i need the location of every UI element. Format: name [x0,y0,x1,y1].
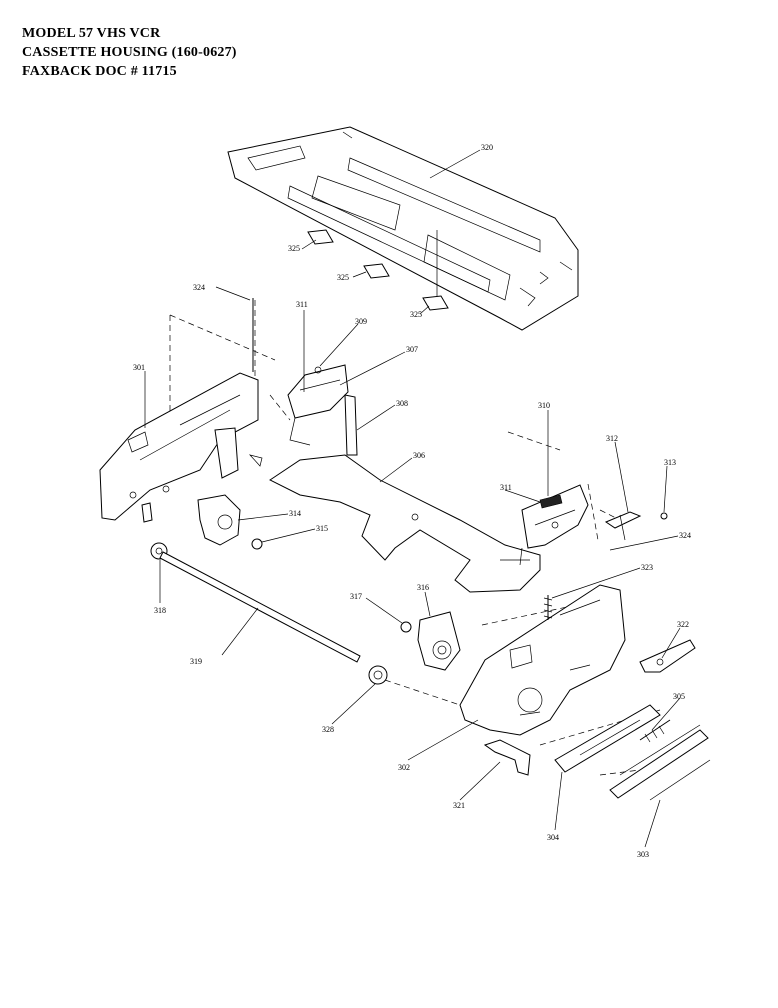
assembly-guide-lines [169,300,661,776]
label-309: 309 [355,317,367,326]
label-322: 322 [677,620,689,629]
part-325-pads [307,229,449,311]
part-310-right-bracket [519,484,589,566]
label-323: 323 [641,563,653,572]
label-317: 317 [350,592,362,601]
label-320: 320 [481,143,493,152]
part-314-cam-gear [197,494,241,546]
label-306: 306 [413,451,425,460]
label-311-a: 311 [296,300,308,309]
part-301-left-side-frame [99,372,263,523]
part-labels: 320 325 325 325 324 311 309 307 301 308 … [133,143,691,859]
label-301: 301 [133,363,145,372]
leader-lines [144,149,681,848]
assembly-title: CASSETTE HOUSING (160-0627) [22,45,237,60]
part-305-spring [639,719,671,743]
label-321: 321 [453,801,465,810]
part-322-latch [639,639,696,673]
label-307: 307 [406,345,418,354]
label-314: 314 [289,509,301,518]
label-318: 318 [154,606,166,615]
part-312-lever [604,511,642,541]
label-324-b: 324 [679,531,691,540]
document-header: MODEL 57 VHS VCR CASSETTE HOUSING (160-0… [22,24,237,81]
label-310: 310 [538,401,550,410]
label-325-c: 325 [410,310,422,319]
part-307-mount-bracket [287,364,349,446]
part-304-slide-plate [554,704,661,773]
part-317-ring [400,621,412,633]
label-313: 313 [664,458,676,467]
label-304: 304 [547,833,559,842]
part-313-screw [660,512,668,520]
label-325-a: 325 [288,244,300,253]
label-319: 319 [190,657,202,666]
label-308: 308 [396,399,408,408]
label-324-a: 324 [193,283,205,292]
label-305: 305 [673,692,685,701]
label-316: 316 [417,583,429,592]
part-316-gear-assembly [417,611,461,671]
label-303: 303 [637,850,649,859]
part-306-base-plate [269,454,541,593]
model-title: MODEL 57 VHS VCR [22,26,161,41]
label-328: 328 [322,725,334,734]
label-302: 302 [398,763,410,772]
label-312: 312 [606,434,618,443]
part-302-right-side-frame [459,584,626,736]
part-303-slide-rail [609,724,711,801]
part-319-shaft [159,551,361,663]
part-320-top-plate [227,126,579,331]
part-321-lever [483,739,531,776]
part-328-gear [368,665,388,685]
label-311-b: 311 [500,483,512,492]
faxback-doc-number: FAXBACK DOC # 11715 [22,64,177,79]
part-308-guide-bar [344,394,358,456]
part-323-spring [543,595,553,620]
label-315: 315 [316,524,328,533]
part-315-spring-ring [251,538,263,550]
label-325-b: 325 [337,273,349,282]
